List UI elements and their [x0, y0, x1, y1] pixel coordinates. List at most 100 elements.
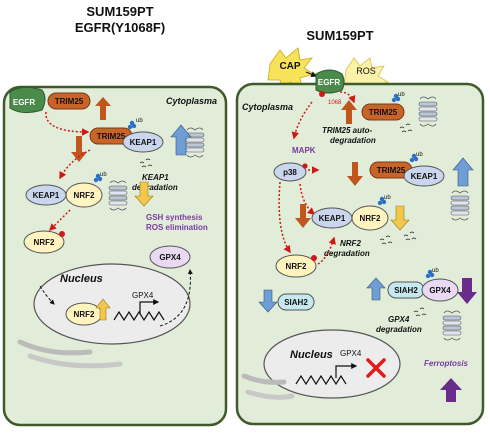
right-transcription-arrow	[335, 363, 358, 378]
right-trim25-a-label: TRIM25	[369, 108, 398, 117]
right-ub-label-1: ub	[398, 92, 405, 98]
right-gpx4-gene-label: GPX4	[340, 349, 362, 358]
right-gpx4-down-arrow	[457, 278, 477, 304]
left-trim25-up-arrow	[95, 97, 111, 120]
right-trim25-b-label: TRIM25	[377, 166, 406, 175]
left-title-line2: EGFR(Y1068F)	[75, 20, 165, 35]
left-nrf2-nuc-label: NRF2	[74, 310, 95, 319]
left-trim25-mid: TRIM25	[89, 127, 133, 145]
right-siah2-down-arrow	[258, 289, 278, 313]
right-siah2-a: SIAH2	[277, 293, 315, 311]
left-ub-label-1: ub	[136, 118, 143, 124]
left-keap1-a: KEAP1	[122, 131, 164, 153]
right-gpx4-gene-dna	[295, 374, 347, 386]
cap-to-egfr-arrow	[305, 71, 318, 78]
left-keap1-deg-line2: degradation	[132, 183, 178, 192]
right-trim25-deg-line2: degradation	[330, 136, 376, 145]
left-gsh-line2: ROS elimination	[146, 223, 208, 232]
right-nrf2-a-label: NRF2	[360, 214, 381, 223]
left-ub-label-2: ub	[100, 172, 107, 178]
ferroptosis-label: Ferroptosis	[424, 359, 469, 368]
left-keap1-b: KEAP1	[25, 184, 67, 206]
left-keap1-a-label: KEAP1	[130, 138, 157, 147]
left-trim25-mid-label: TRIM25	[97, 132, 126, 141]
right-nrf2-b: NRF2	[275, 254, 317, 278]
right-nucleus-label: Nucleus	[290, 349, 333, 361]
left-gpx4-protein: GPX4	[149, 245, 191, 269]
right-keap1-up-arrow	[452, 157, 474, 187]
right-nrf2-keap1-arrow	[317, 236, 336, 265]
right-ub-label-3: ub	[384, 195, 391, 201]
right-y1068-label: 1068	[328, 100, 342, 106]
right-egfr-mapk-arrow	[291, 101, 313, 140]
left-egfr-label: EGFR	[13, 98, 35, 107]
right-keap1-b-label: KEAP1	[319, 214, 346, 223]
left-keap1-b-label: KEAP1	[33, 191, 60, 200]
right-nrf2-deg-line2: degradation	[324, 249, 370, 258]
left-nrf2-up-arrow	[95, 298, 111, 321]
right-er-1	[241, 373, 287, 385]
right-gpx4-deg-line2: degradation	[376, 325, 422, 334]
left-keap1-deg-line1: KEAP1	[142, 173, 169, 182]
right-nrf2-b-label: NRF2	[286, 262, 307, 271]
left-keap1-up-arrow	[170, 124, 192, 156]
right-nrf2-down-arrow	[390, 205, 410, 231]
left-panel: SUM159PT EGFR(Y1068F) Cytoplasma EGFR TR…	[2, 4, 228, 427]
right-p38-label: p38	[283, 168, 297, 177]
left-trim25-down-arrow	[71, 136, 87, 162]
cap-label: CAP	[279, 61, 300, 72]
right-trim25-up-arrow	[341, 100, 357, 124]
left-gpx4-protein-label: GPX4	[159, 253, 181, 262]
right-gpx4-protein: GPX4	[421, 278, 459, 302]
right-cytoplasma-label: Cytoplasma	[242, 102, 293, 112]
left-nrf2-a: NRF2	[65, 182, 103, 208]
right-gpx4-deg-line1: GPX4	[388, 315, 410, 324]
right-panel: SUM159PT CAP ROS Cytoplasma EGFR 1068 TR…	[235, 28, 485, 426]
right-siah2-up-arrow	[366, 277, 386, 301]
right-nrf2-a: NRF2	[351, 205, 389, 231]
left-nrf2-b: NRF2	[23, 230, 65, 254]
left-transcription-arrow	[139, 299, 160, 314]
right-er-2	[245, 389, 295, 400]
left-er-1	[17, 339, 93, 356]
left-title-line1: SUM159PT	[86, 4, 153, 19]
right-siah2-b: SIAH2	[387, 281, 425, 299]
left-nrf2-a-label: NRF2	[74, 191, 95, 200]
right-ub-label-4: ub	[432, 268, 439, 274]
left-nucleus-label: Nucleus	[60, 273, 103, 285]
right-siah2-a-label: SIAH2	[284, 298, 308, 307]
right-gpx4-protein-label: GPX4	[429, 286, 451, 295]
right-trim25-down-arrow	[347, 162, 363, 186]
left-gsh-line1: GSH synthesis	[146, 213, 203, 222]
right-nrf2-deg-line1: NRF2	[340, 239, 361, 248]
right-egfr-trim25-arrow	[339, 91, 356, 104]
right-ub-label-2: ub	[416, 152, 423, 158]
right-keap1-a-label: KEAP1	[411, 172, 438, 181]
left-gpx4-gene-dna	[113, 310, 165, 322]
right-p38: p38	[273, 162, 308, 182]
right-title: SUM159PT	[306, 28, 373, 43]
left-nuclear-import-arrow	[39, 285, 55, 305]
left-trim25-top-label: TRIM25	[55, 97, 84, 106]
left-dotted-arrow-2	[59, 149, 91, 180]
left-nrf2-nucleus: NRF2	[65, 302, 103, 326]
right-trim25-deg-line1: TRIM25 auto-	[322, 126, 373, 135]
left-nucleus	[33, 263, 191, 345]
left-dotted-arrow-3	[48, 209, 71, 232]
right-keap1-a: KEAP1	[403, 165, 445, 187]
left-egfr-receptor: EGFR	[9, 86, 46, 114]
right-trim25-a: TRIM25	[361, 103, 405, 121]
right-egfr-label: EGFR	[318, 78, 340, 87]
left-cytoplasma-label: Cytoplasma	[166, 96, 217, 106]
left-nrf2-down-arrow	[134, 181, 154, 207]
transcription-blocked-cross-icon	[366, 358, 386, 378]
right-p38-nrf2-arrow	[278, 181, 291, 254]
left-gpx4-gene-label: GPX4	[132, 291, 154, 300]
right-keap1-b: KEAP1	[311, 207, 353, 229]
left-nrf2-b-label: NRF2	[34, 238, 55, 247]
right-trim25-down-arrow-2	[295, 204, 311, 228]
ferroptosis-up-arrow	[440, 378, 462, 402]
right-egfr-receptor: EGFR	[315, 69, 345, 97]
left-gpx4-export-arrow	[159, 269, 193, 327]
